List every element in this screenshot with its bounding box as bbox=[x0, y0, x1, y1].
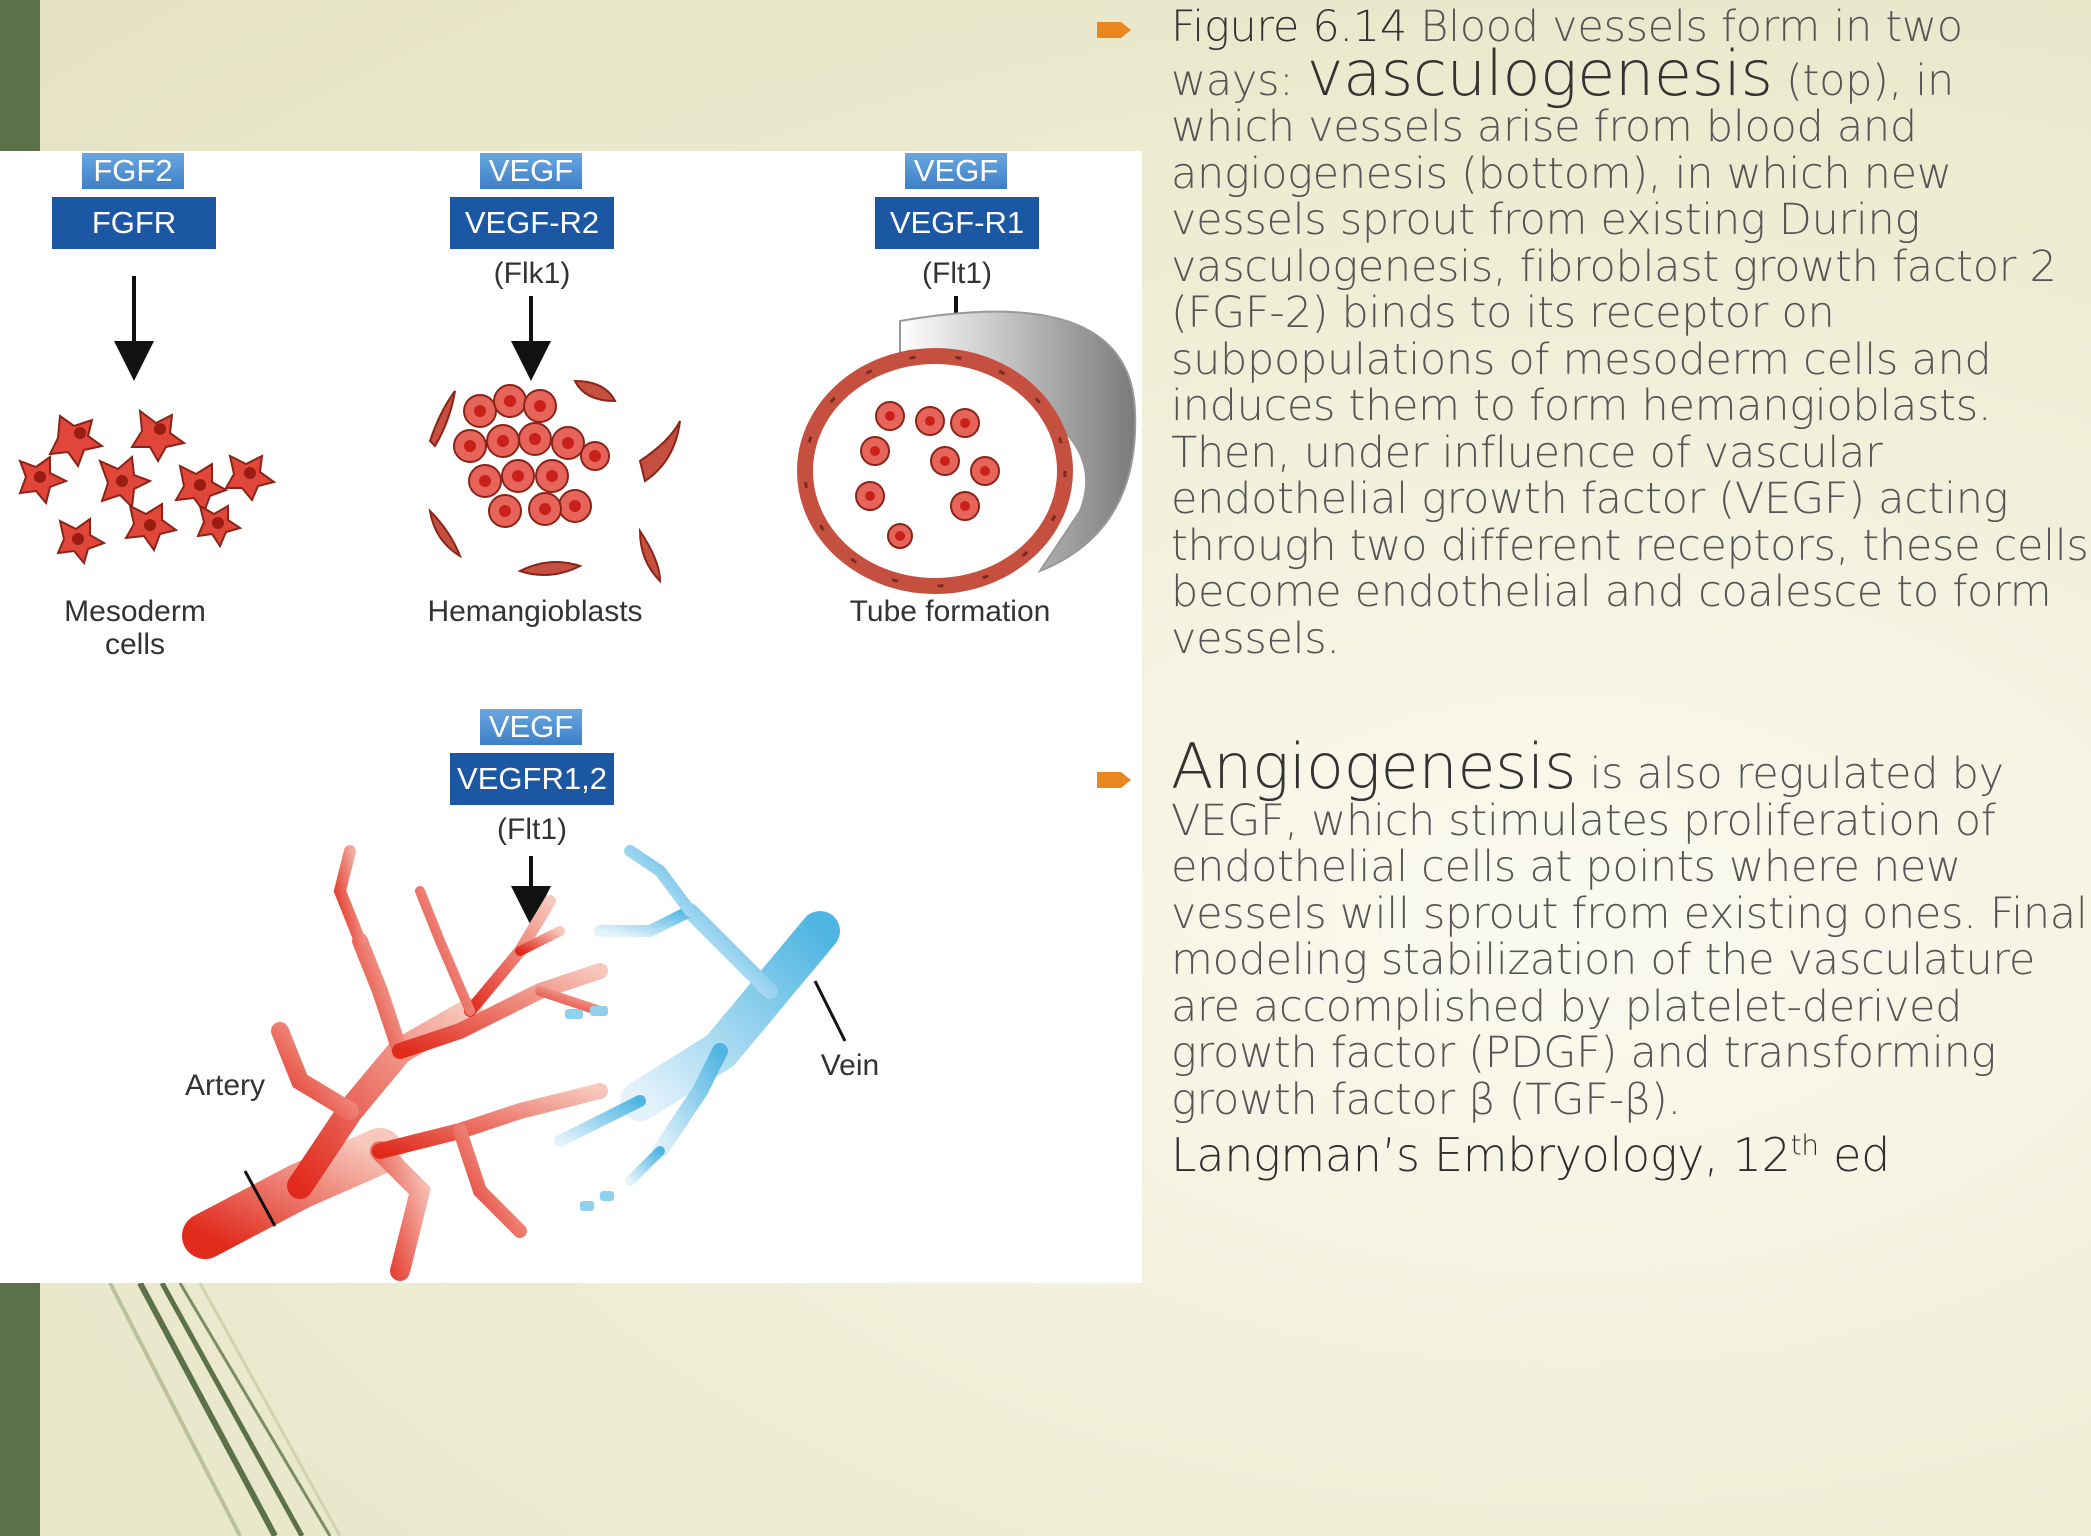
term-angiogenesis: Angiogenesis bbox=[1171, 730, 1577, 803]
citation: Langman’s Embryology, 12th ed bbox=[1171, 1128, 1890, 1182]
label-mesoderm: Mesoderm cells bbox=[30, 595, 240, 661]
label-vein: Vein bbox=[820, 1049, 880, 1082]
badge-fgf2: FGF2 bbox=[82, 153, 184, 189]
badge-vegf-r1: VEGF-R1 bbox=[875, 197, 1039, 249]
artery-pointer bbox=[243, 1170, 277, 1227]
badge-vegf-4: VEGF bbox=[480, 709, 582, 745]
figure-illustration bbox=[18, 276, 1137, 1281]
tube-formation bbox=[797, 310, 1137, 594]
label-mesoderm-line1: Mesoderm bbox=[64, 595, 206, 628]
vein-fragments bbox=[565, 1006, 614, 1211]
label-flk1: (Flk1) bbox=[493, 257, 571, 290]
vein-pointer bbox=[813, 980, 847, 1042]
badge-vegf-3: VEGF bbox=[905, 153, 1007, 189]
citation-post: ed bbox=[1818, 1128, 1890, 1183]
artery-tree bbox=[182, 845, 608, 1281]
bullet-arrow-icon bbox=[1097, 22, 1131, 38]
badge-vegf-r2: VEGF-R2 bbox=[450, 197, 614, 249]
label-tube-formation: Tube formation bbox=[849, 595, 1051, 628]
label-flt1-bottom: (Flt1) bbox=[497, 813, 567, 846]
figure-panel: FGF2 FGFR Mesoderm cells VEGF VEGF-R2 (F… bbox=[0, 151, 1142, 1283]
label-hemangioblasts: Hemangioblasts bbox=[427, 595, 643, 628]
figure-desc-part2: (top), in which vessels arise from blood… bbox=[1171, 55, 2089, 664]
label-flt1: (Flt1) bbox=[922, 257, 992, 290]
label-artery: Artery bbox=[184, 1069, 265, 1102]
hemangioblast-cluster bbox=[428, 379, 681, 584]
angiogenesis-desc: is also regulated by VEGF, which stimula… bbox=[1171, 749, 2088, 1125]
bullet-arrow-icon bbox=[1097, 772, 1131, 788]
vein-tree bbox=[554, 845, 840, 1186]
figure-number: Figure 6.14 bbox=[1171, 2, 1407, 52]
mesoderm-cells bbox=[18, 408, 277, 566]
label-mesoderm-line2: cells bbox=[104, 628, 165, 661]
bullet-angiogenesis: Angiogenesis is also regulated by VEGF, … bbox=[1171, 736, 2091, 1182]
term-vasculogenesis: vasculogenesis bbox=[1306, 36, 1773, 110]
citation-sup: th bbox=[1790, 1129, 1819, 1162]
badge-vegf-2: VEGF bbox=[480, 153, 582, 189]
badge-fgfr: FGFR bbox=[52, 197, 216, 249]
citation-pre: Langman’s Embryology, 12 bbox=[1171, 1128, 1791, 1183]
figure-desc-part1: Blood vessels form in two ways: bbox=[1171, 2, 1963, 106]
badge-vegfr12: VEGFR1,2 bbox=[450, 753, 614, 805]
decorative-stripes bbox=[108, 1281, 342, 1536]
bullet-figure-description: Figure 6.14 Blood vessels form in two wa… bbox=[1171, 4, 2091, 662]
